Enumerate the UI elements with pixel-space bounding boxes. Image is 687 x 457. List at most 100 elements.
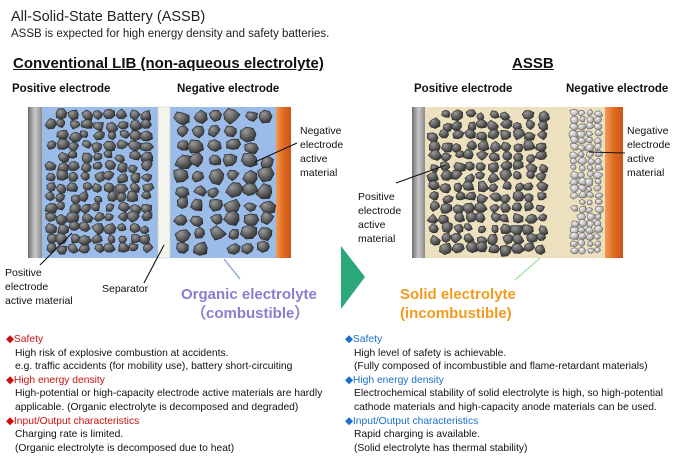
particle — [594, 246, 601, 254]
particle — [593, 184, 602, 192]
particle — [487, 233, 498, 247]
particle — [208, 124, 221, 138]
particle — [140, 173, 153, 183]
particle — [129, 130, 142, 142]
particle — [502, 234, 515, 245]
particle — [140, 190, 152, 200]
particle — [139, 234, 151, 245]
particle — [91, 202, 100, 212]
particle — [115, 108, 128, 120]
particle — [128, 243, 139, 252]
particle — [593, 116, 603, 124]
lib-pos-active-callout: Positive electrode active material — [5, 267, 73, 307]
particle — [478, 225, 487, 234]
particle — [569, 184, 580, 194]
particle — [594, 240, 602, 247]
particle — [67, 150, 78, 159]
particle — [512, 212, 524, 224]
particle — [586, 220, 596, 229]
particle — [489, 110, 500, 119]
particle — [94, 243, 105, 254]
particle — [595, 192, 604, 199]
particle — [430, 234, 441, 246]
particle — [439, 183, 452, 194]
particle — [476, 131, 488, 141]
particle — [428, 223, 439, 234]
lib-negative-collector — [276, 107, 291, 258]
particle — [594, 178, 602, 185]
particle — [576, 123, 586, 131]
particle — [104, 159, 117, 171]
particle — [512, 190, 526, 202]
assb-negative-collector — [605, 107, 623, 258]
particle — [500, 141, 512, 152]
particle — [257, 166, 275, 183]
particle — [521, 224, 534, 236]
particle — [489, 192, 502, 202]
particle — [55, 118, 66, 129]
particle — [226, 169, 240, 182]
particle — [93, 211, 106, 222]
particle — [256, 240, 270, 253]
particle — [577, 171, 585, 179]
particle — [107, 131, 117, 141]
particle — [441, 109, 451, 118]
particle — [194, 226, 206, 239]
particle — [500, 194, 511, 204]
particle — [46, 140, 57, 150]
particle — [440, 152, 452, 162]
assb-negative-electrode-label: Negative electrode — [566, 83, 669, 95]
particle — [524, 200, 534, 212]
particle — [189, 215, 204, 228]
particle — [439, 242, 452, 256]
particle — [569, 231, 580, 240]
particle — [577, 239, 585, 248]
particle — [450, 120, 462, 131]
particle — [454, 211, 466, 223]
particle — [103, 182, 115, 193]
particle — [92, 110, 103, 121]
particle — [488, 244, 501, 254]
particle — [102, 242, 116, 253]
particle — [79, 130, 89, 139]
particle — [523, 139, 537, 151]
lib-positive-electrode-label: Positive electrode — [12, 83, 111, 95]
particle — [586, 130, 594, 138]
particle — [44, 118, 57, 130]
particle — [187, 139, 204, 154]
lib-negative-electrode-label: Negative electrode — [177, 83, 280, 95]
particle — [438, 128, 449, 139]
particle — [451, 169, 463, 180]
particle — [105, 203, 115, 212]
lib-positive-grains — [44, 108, 155, 255]
particle — [139, 130, 153, 142]
assb-negative-grains — [568, 108, 604, 255]
particle — [487, 162, 500, 173]
particle — [593, 171, 604, 180]
particle — [569, 151, 579, 160]
particle — [56, 169, 69, 181]
particle — [570, 170, 580, 180]
particle — [584, 178, 594, 187]
lib-cell — [28, 106, 291, 259]
particle — [577, 109, 586, 117]
particle — [243, 213, 260, 227]
particle — [128, 164, 138, 174]
particle — [129, 150, 142, 161]
particle — [428, 191, 439, 201]
particle — [57, 152, 70, 163]
particle — [524, 131, 536, 141]
particle — [127, 190, 139, 203]
particle — [509, 225, 523, 236]
particle — [570, 115, 579, 125]
particle — [90, 233, 103, 244]
particle — [193, 185, 207, 197]
particle — [465, 109, 477, 118]
particle — [175, 186, 190, 199]
particle — [94, 195, 103, 203]
particle — [475, 151, 489, 161]
particle — [578, 190, 587, 199]
particle — [428, 117, 441, 129]
particle — [225, 182, 244, 198]
